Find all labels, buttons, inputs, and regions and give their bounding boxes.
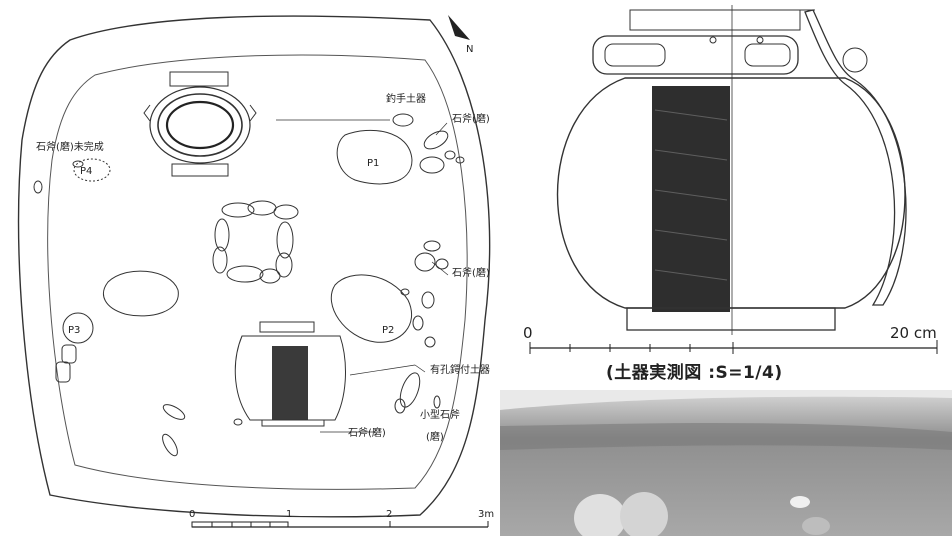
stones-near-p3 [55,344,77,383]
pot-scale-20cm: 20 cm [890,324,937,342]
pit-p4 [73,158,111,182]
label-tsurite-doki: 釣手土器 [386,92,426,105]
stone-arrangement [212,200,299,284]
scale-tick-0: 0 [189,509,195,520]
dwelling-inner-wall [47,54,468,490]
stone-tools-right [162,113,465,457]
scale-tick-3m: 3m [478,509,494,520]
scale-tick-2: 2 [386,509,392,520]
label-stone-axe-3: 石斧(磨) [348,427,386,439]
north-arrow-icon: N [448,15,473,55]
pottery-caption: (土器実測図 :S=1/4) [606,363,783,383]
pit-p1 [336,129,413,185]
hearth-top [143,71,257,177]
pit-p3-label: P3 [68,325,80,336]
pottery-drawing-figure: 0 20 cm [515,0,952,390]
pit-oval-left [103,270,179,317]
pit-p3 [62,312,94,344]
pottery-in-plan [234,321,346,427]
label-small-axe-polished: (磨) [426,431,444,443]
dwelling-outline [17,15,491,518]
label-yuko-tsubatsuki-doki: 有孔鍔付土器 [430,363,490,376]
plan-scale-bar: 0 1 2 3m [189,509,494,528]
pit-p2-label: P2 [382,325,394,336]
label-stone-axe-1: 石斧(磨) [452,113,490,125]
pit-p1-label: P1 [367,158,379,169]
dwelling-plan-figure: N P1 P2 P3 P4 [17,15,494,528]
excavation-photo [500,390,952,540]
label-unfinished-axe: 石斧(磨)未完成 [36,140,104,153]
pit-p4-label: P4 [80,166,92,177]
pit-p2 [330,274,413,343]
pot-scale-bar: 0 20 cm [523,324,938,354]
scale-tick-1: 1 [286,509,292,520]
pot-body [556,77,906,309]
label-stone-axe-2: 石斧(磨) [452,267,490,279]
pot-profile [804,9,907,306]
north-label: N [466,44,473,55]
label-small-axe: 小型石斧 [420,408,460,421]
pot-scale-0: 0 [523,324,533,342]
